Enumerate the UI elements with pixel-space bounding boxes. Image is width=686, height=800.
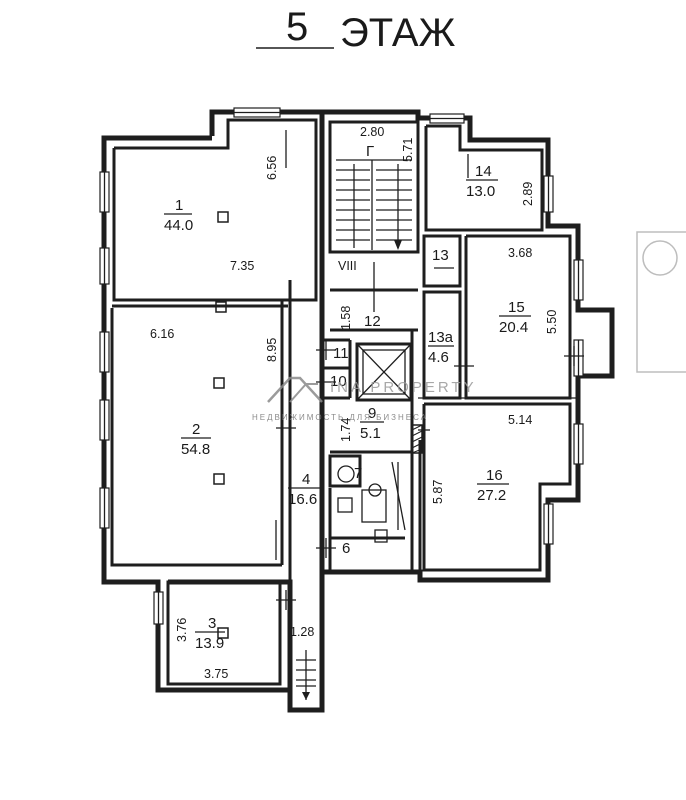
side-stamp xyxy=(636,231,686,373)
dim-5-71: 5.71 xyxy=(401,138,415,162)
watermark: INA PROPERTY НЕДВИЖИМОСТЬ ДЛЯ БИЗНЕСА xyxy=(252,376,477,422)
room-7-number: 7 xyxy=(354,465,362,482)
room-3-area: 13.9 xyxy=(195,635,224,652)
room-9-area: 5.1 xyxy=(360,425,381,442)
dim-5-50: 5.50 xyxy=(545,310,559,334)
dim-7-35: 7.35 xyxy=(230,259,254,273)
room-15-area: 20.4 xyxy=(499,319,528,336)
room-14-area: 13.0 xyxy=(466,183,495,200)
columns xyxy=(213,130,287,639)
room-11-number: 11 xyxy=(333,345,349,362)
room-13a-number: 13а xyxy=(428,329,454,346)
floor-label: ЭТАЖ xyxy=(340,11,456,55)
room-1-area: 44.0 xyxy=(164,217,193,234)
dim-3-75: 3.75 xyxy=(204,667,228,681)
room-12-number: 12 xyxy=(364,313,381,330)
room-13-number: 13 xyxy=(432,247,449,264)
room-10-number: 10 xyxy=(330,373,347,390)
interior-walls xyxy=(110,118,578,686)
dim-3-76: 3.76 xyxy=(175,618,189,642)
staircase xyxy=(296,159,412,700)
dimension-labels: 6.56 7.35 6.16 8.95 3.76 3.75 1.28 2.80 … xyxy=(150,125,559,681)
room-labels: 1 44.0 2 54.8 3 13.9 4 16.6 9 5.1 13а 4.… xyxy=(164,143,531,652)
room-15-number: 15 xyxy=(508,299,525,316)
dim-2-89: 2.89 xyxy=(521,182,535,206)
door-marks xyxy=(276,154,584,687)
room-9-number: 9 xyxy=(368,405,376,422)
room-4-number: 4 xyxy=(302,471,310,488)
room-13a-area: 4.6 xyxy=(428,349,449,366)
dim-5-14: 5.14 xyxy=(508,413,532,427)
room-1-number: 1 xyxy=(175,197,183,214)
room-2-number: 2 xyxy=(192,421,200,438)
floor-number: 5 xyxy=(286,5,308,49)
dim-2-80: 2.80 xyxy=(360,125,384,139)
dim-1-58: 1.58 xyxy=(339,306,353,330)
room-3-number: 3 xyxy=(208,615,216,632)
dim-1-28: 1.28 xyxy=(290,625,314,639)
dim-8-95: 8.95 xyxy=(265,338,279,362)
dim-6-56: 6.56 xyxy=(265,156,279,180)
room-16-number: 16 xyxy=(486,467,503,484)
dim-5-87: 5.87 xyxy=(431,480,445,504)
dim-1-74: 1.74 xyxy=(339,418,353,442)
watermark-brand: INA PROPERTY xyxy=(330,379,477,396)
dim-6-16: 6.16 xyxy=(150,327,174,341)
room-2-area: 54.8 xyxy=(181,441,210,458)
dim-3-68: 3.68 xyxy=(508,246,532,260)
room-6-number: 6 xyxy=(342,540,350,557)
section-label: VIII xyxy=(338,259,357,273)
watermark-tagline: НЕДВИЖИМОСТЬ ДЛЯ БИЗНЕСА xyxy=(252,413,428,422)
windows xyxy=(99,107,584,625)
room-4-area: 16.6 xyxy=(288,491,317,508)
stair-label: Г xyxy=(366,143,374,160)
room-16-area: 27.2 xyxy=(477,487,506,504)
room-14-number: 14 xyxy=(475,163,492,180)
